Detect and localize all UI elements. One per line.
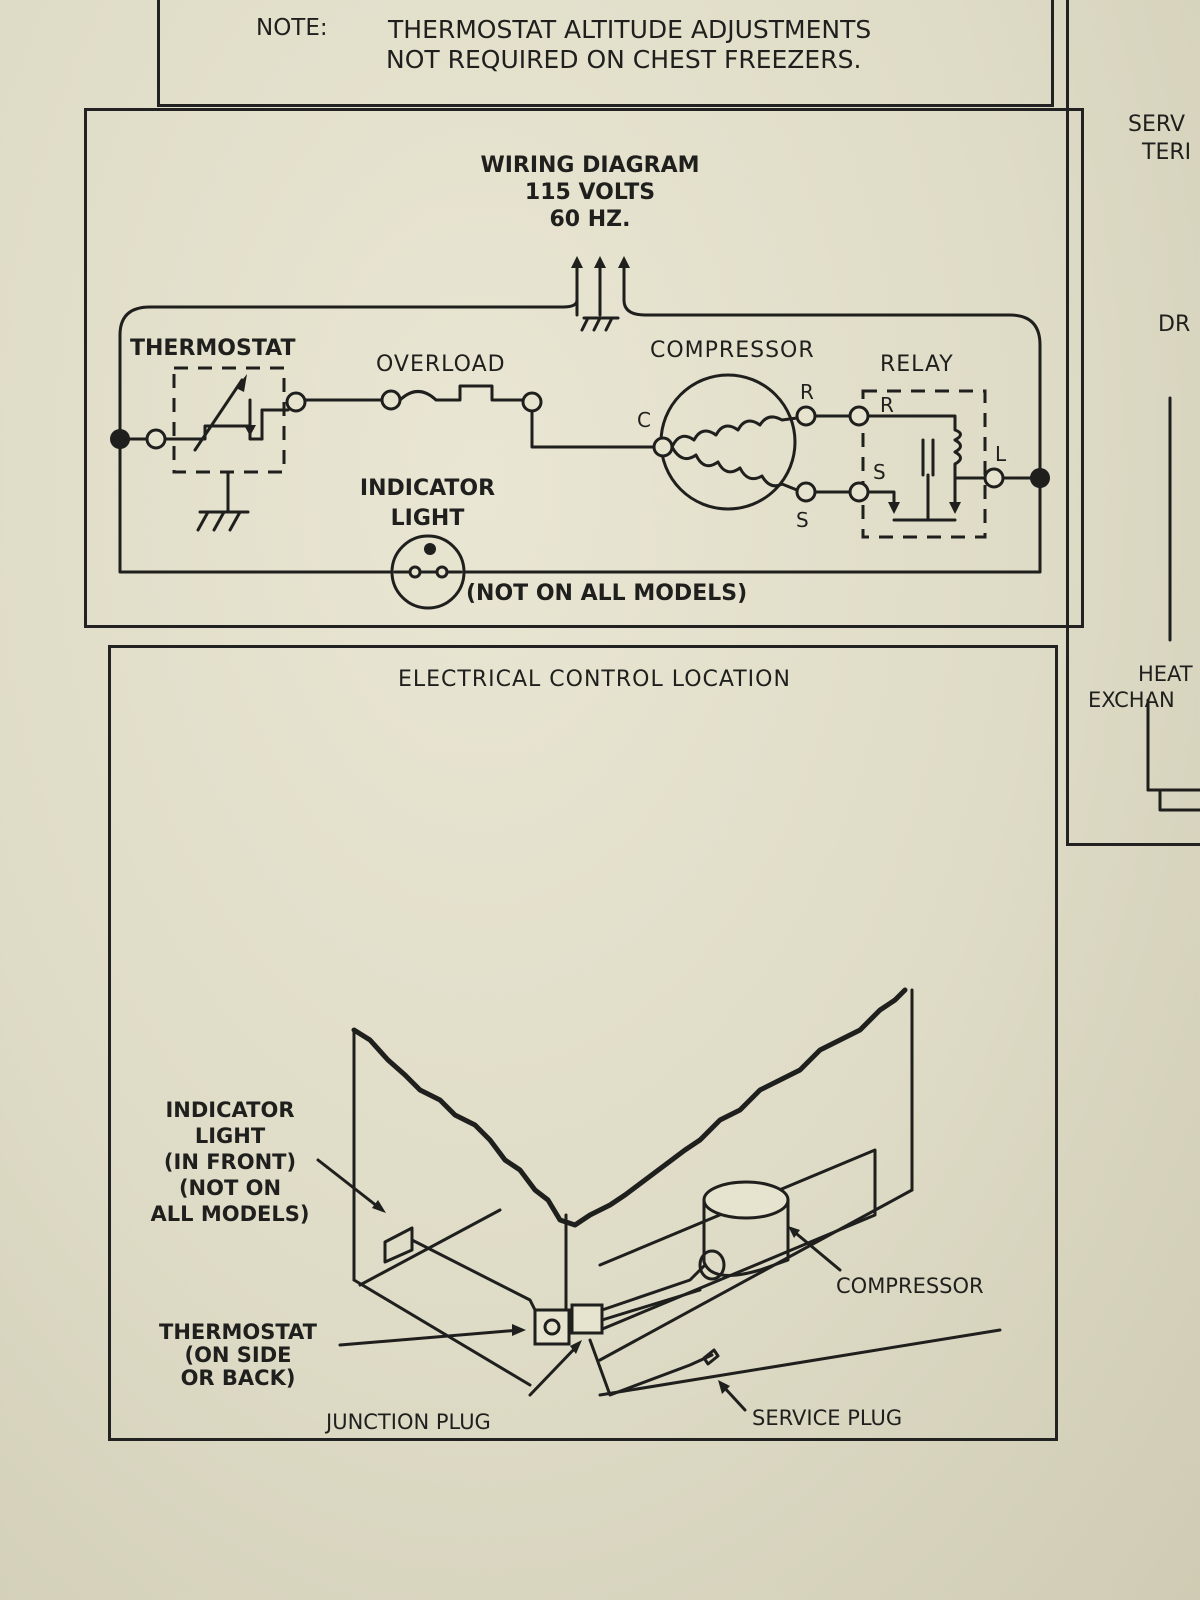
thermostat-loc-line-3: OR BACK) — [180, 1366, 296, 1390]
right-junction-dot — [1030, 468, 1050, 488]
control-location-box — [108, 645, 1058, 1441]
label-relay-s: S — [873, 460, 886, 484]
relay-coil — [866, 414, 962, 512]
right-label-term: TERI — [1142, 140, 1192, 165]
right-label-heat: HEAT — [1138, 662, 1193, 686]
label-junction-plug: JUNCTION PLUG — [326, 1410, 491, 1434]
note-line-1: THERMOSTAT ALTITUDE ADJUSTMENTS — [388, 15, 872, 44]
leader-thermostat — [338, 1328, 522, 1347]
label-terminal-s: S — [796, 508, 809, 532]
leader-junction — [528, 1343, 580, 1397]
wiring-diagram-box — [84, 108, 1084, 628]
label-terminal-c: C — [637, 408, 651, 432]
wiring-title-line-1: WIRING DIAGRAM — [480, 153, 700, 178]
note-line-2: NOT REQUIRED ON CHEST FREEZERS. — [386, 45, 862, 74]
indicator-line-2: LIGHT — [390, 506, 465, 531]
wiring-title-line-3: 60 HZ. — [549, 207, 631, 232]
label-relay: RELAY — [880, 352, 954, 377]
overload-element — [398, 384, 525, 402]
thermostat-ground-icon — [196, 470, 250, 532]
run-winding — [670, 415, 799, 449]
note-box: NOTE: THERMOSTAT ALTITUDE ADJUSTMENTS NO… — [157, 0, 1054, 107]
power-cord-symbol — [571, 256, 630, 332]
leader-indicator — [316, 1158, 384, 1212]
label-relay-r: R — [880, 393, 894, 417]
wiring-harness — [588, 1263, 714, 1397]
thermostat-loc-line-1: THERMOSTAT — [159, 1320, 317, 1344]
indicator-loc-line-4: (NOT ON — [178, 1176, 282, 1200]
wiring-title-line-2: 115 VOLTS — [524, 180, 656, 205]
leader-compressor — [790, 1228, 842, 1272]
relay-dashed-box — [861, 389, 987, 539]
note-label: NOTE: — [256, 15, 328, 41]
label-overload: OVERLOAD — [376, 352, 506, 377]
label-terminal-r: R — [800, 380, 814, 404]
start-winding — [670, 445, 799, 492]
indicator-loc-line-3: (IN FRONT) — [163, 1150, 297, 1174]
label-indicator-light: INDICATOR LIGHT — [340, 474, 515, 534]
label-service-plug: SERVICE PLUG — [752, 1406, 903, 1430]
right-label-exchan: EXCHAN — [1088, 688, 1175, 712]
right-label-serv: SERV — [1128, 112, 1185, 137]
indicator-line-1: INDICATOR — [359, 476, 496, 501]
label-thermostat-location: THERMOSTAT (ON SIDE OR BACK) — [138, 1321, 338, 1390]
indicator-loc-line-5: ALL MODELS) — [150, 1202, 310, 1226]
wiring-title: WIRING DIAGRAM 115 VOLTS 60 HZ. — [470, 152, 710, 233]
cabinet-base — [352, 1188, 1002, 1397]
right-partial-box — [1066, 0, 1200, 846]
label-not-on-all-models: (NOT ON ALL MODELS) — [466, 581, 748, 606]
indicator-loc-line-1: INDICATOR — [165, 1098, 295, 1122]
label-compressor-location: COMPRESSOR — [836, 1274, 984, 1298]
service-plug-icon — [702, 1348, 720, 1366]
cabinet-cutaway-edge — [351, 987, 908, 1228]
line-wire — [118, 298, 1042, 574]
right-label-dr: DR — [1158, 312, 1191, 337]
indicator-loc-line-2: LIGHT — [194, 1124, 266, 1148]
label-relay-l: L — [995, 442, 1007, 466]
thermostat-terminal-right — [285, 391, 307, 413]
thermostat-loc-line-2: (ON SIDE — [184, 1343, 292, 1367]
indicator-light-panel — [383, 1226, 414, 1264]
location-title: ELECTRICAL CONTROL LOCATION — [398, 667, 791, 692]
label-compressor: COMPRESSOR — [650, 338, 815, 363]
thermostat-body — [533, 1308, 571, 1346]
label-thermostat: THERMOSTAT — [130, 336, 296, 361]
compressor-body — [702, 1198, 790, 1277]
label-indicator-light-location: INDICATOR LIGHT (IN FRONT) (NOT ON ALL M… — [130, 1097, 330, 1227]
